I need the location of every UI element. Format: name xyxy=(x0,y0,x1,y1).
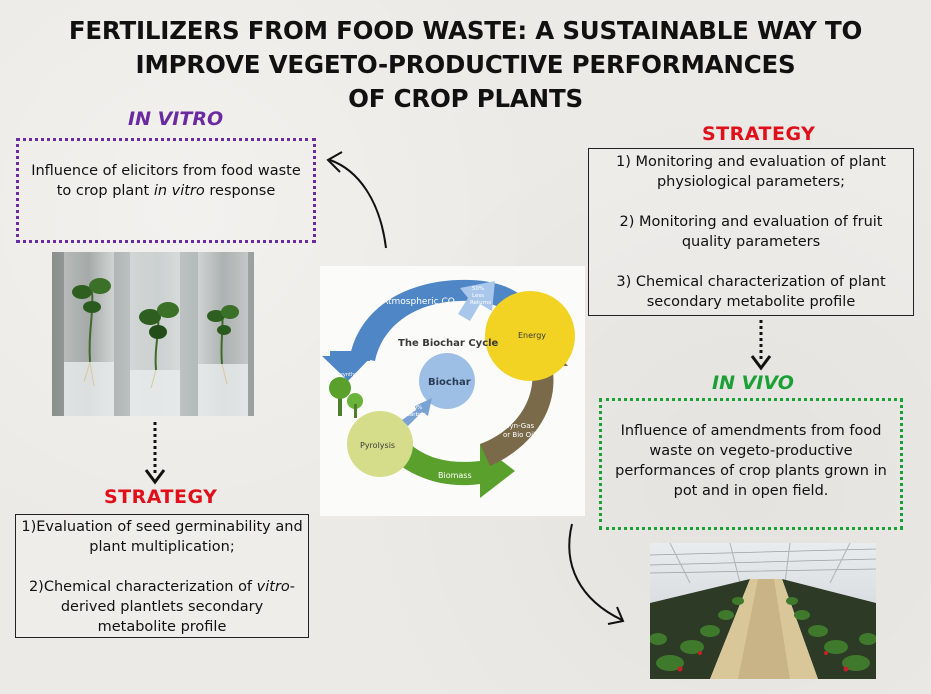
curved-arrow-up-icon xyxy=(326,151,387,249)
in-vivo-box: Influence of amendments from food waste … xyxy=(599,398,903,530)
down-arrow-icon xyxy=(750,320,772,371)
strategy-right-item-1: 1) Monitoring and evaluation of plant ph… xyxy=(616,154,886,190)
svg-text:Returns: Returns xyxy=(470,300,491,306)
in-vivo-text: Influence of amendments from food waste … xyxy=(615,423,887,499)
strategy-right-heading: STRATEGY xyxy=(702,123,816,145)
svg-text:Syn-Gas: Syn-Gas xyxy=(505,422,535,430)
svg-text:or Bio Oil: or Bio Oil xyxy=(503,431,535,439)
svg-text:50%: 50% xyxy=(410,405,422,411)
biochar-cycle-diagram: Atmospheric CO2 50% Less Returns The Bio… xyxy=(320,266,585,516)
svg-text:50%: 50% xyxy=(472,286,484,292)
svg-text:Less: Less xyxy=(472,293,484,299)
title-line-3: OF CROP PLANTS xyxy=(348,84,583,113)
in-vitro-plantlets-photo xyxy=(52,252,254,416)
strategy-left-item-2: 2)Chemical characterization of vitro-der… xyxy=(28,579,296,635)
in-vitro-box: Influence of elicitors from food waste t… xyxy=(16,138,316,243)
energy-circle xyxy=(485,291,575,381)
pyrolysis-circle xyxy=(347,411,413,477)
svg-text:Photosynthesis: Photosynthesis xyxy=(326,372,364,378)
strategy-left-item-1: 1)Evaluation of seed germinability and p… xyxy=(21,519,303,555)
open-field-greenhouse-photo xyxy=(650,543,876,679)
svg-text:Pyrolysis: Pyrolysis xyxy=(360,441,395,450)
title-line-1: FERTILIZERS FROM FOOD WASTE: A SUSTAINAB… xyxy=(68,16,863,45)
strategy-right-item-3: 3) Chemical characterization of plant se… xyxy=(616,274,886,310)
in-vivo-heading: IN VIVO xyxy=(712,372,794,394)
svg-text:Atmospheric CO2: Atmospheric CO2 xyxy=(382,297,459,308)
poster-title: FERTILIZERS FROM FOOD WASTE: A SUSTAINAB… xyxy=(0,14,931,116)
biomass-arc xyxy=(365,414,515,498)
strategy-right-box: 1) Monitoring and evaluation of plant ph… xyxy=(588,148,914,316)
cycle-title: The Biochar Cycle xyxy=(398,338,499,349)
strategy-left-box: 1)Evaluation of seed germinability and p… xyxy=(15,514,309,638)
atmospheric-arc xyxy=(350,279,548,361)
title-line-2: IMPROVE VEGETO-PRODUCTIVE PERFORMANCES xyxy=(135,50,796,79)
in-vitro-text: Influence of elicitors from food waste t… xyxy=(31,163,301,199)
strategy-left-heading: STRATEGY xyxy=(104,486,218,508)
svg-text:Carbon: Carbon xyxy=(406,412,426,418)
curved-arrow-down-icon xyxy=(568,523,625,625)
in-vitro-heading: IN VITRO xyxy=(128,108,224,130)
cycle-center-label: Biochar xyxy=(428,377,471,388)
svg-text:Biomass: Biomass xyxy=(438,471,472,480)
biochar-circle xyxy=(419,353,475,409)
svg-text:Energy: Energy xyxy=(518,331,546,340)
down-arrow-icon xyxy=(144,422,166,485)
strategy-right-item-2: 2) Monitoring and evaluation of fruit qu… xyxy=(619,214,883,250)
